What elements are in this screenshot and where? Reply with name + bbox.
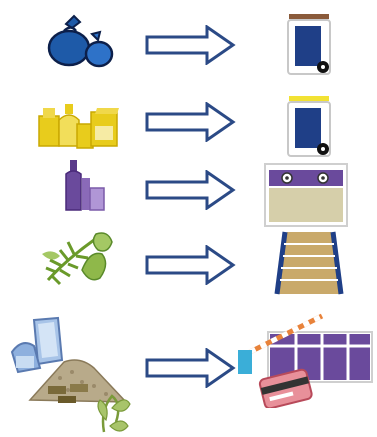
arrow-icon xyxy=(145,25,237,65)
sorting-row-5 xyxy=(0,300,377,437)
sorting-row-2 xyxy=(0,85,377,160)
sorting-row-1 xyxy=(0,0,377,85)
bulky-and-construction-waste-icon xyxy=(8,312,140,436)
arrow-icon xyxy=(145,348,237,388)
arrow-icon xyxy=(145,102,237,142)
packaging-waste-icon xyxy=(37,100,125,152)
arrow-icon xyxy=(145,245,237,285)
household-waste-bags-icon xyxy=(44,14,116,70)
arrow-icon xyxy=(145,170,237,210)
glass-container-icon xyxy=(263,162,349,228)
green-waste-icon xyxy=(38,224,118,290)
sorting-row-3 xyxy=(0,160,377,220)
packaging-bin-icon xyxy=(285,94,335,160)
residual-waste-bin-icon xyxy=(285,12,335,78)
compost-heap-icon xyxy=(271,230,347,296)
sorting-row-4 xyxy=(0,220,377,300)
recycling-center-icon xyxy=(238,312,374,408)
glass-bottles-icon xyxy=(60,160,108,214)
